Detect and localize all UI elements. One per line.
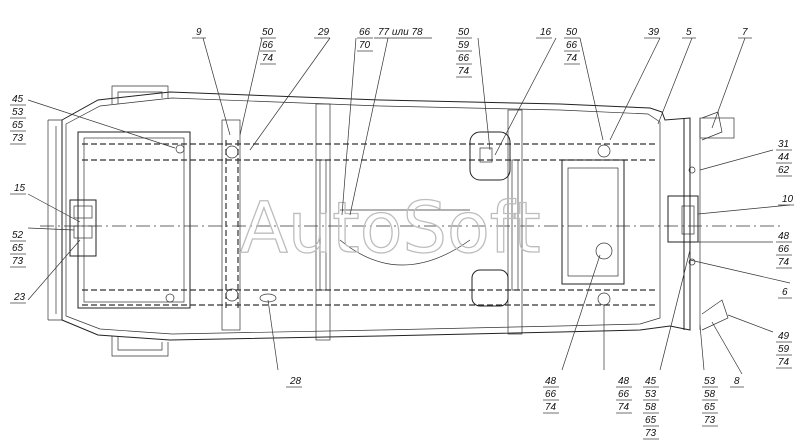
watermark: AutoSoft [240, 187, 541, 269]
callout-c23: 23 [10, 292, 26, 304]
callout-c9: 9 [192, 27, 206, 39]
callout-c53: 53 58 65 73 [702, 376, 718, 427]
callout-number: 7 [742, 27, 748, 38]
callout-number: 74 [545, 402, 557, 413]
callout-c16: 16 [536, 27, 552, 39]
callout-number: 16 [540, 27, 552, 38]
callout-number: 28 [289, 376, 302, 387]
callout-number: 73 [12, 256, 24, 267]
callout-c7: 7 [738, 27, 752, 39]
callout-number: 48 [778, 231, 790, 242]
callout-number: 48 [618, 376, 630, 387]
callout-c50c: 50 66 74 [564, 27, 580, 65]
callout-c45b: 45 53 58 65 73 [643, 376, 659, 440]
callout-c6: 6 [778, 287, 792, 299]
callout-number: 49 [778, 331, 790, 342]
callout-c8: 8 [730, 376, 744, 388]
callout-number: 50 [458, 27, 470, 38]
callout-c77: 77 или 78 [374, 27, 432, 39]
callout-number: 53 [704, 376, 716, 387]
callout-c52: 52 65 73 [10, 230, 26, 268]
callout-number: 6 [782, 287, 788, 298]
callout-number: 66 [458, 53, 470, 64]
callout-number: 73 [645, 428, 657, 439]
callout-c49: 49 59 74 [776, 331, 792, 369]
callout-number: 74 [778, 357, 790, 368]
callout-c29: 29 [314, 27, 330, 39]
callout-c48c: 48 66 74 [543, 376, 559, 414]
callout-number: 65 [645, 415, 657, 426]
callout-number: 66 [359, 27, 371, 38]
callout-number: 15 [14, 183, 26, 194]
callout-number: 62 [778, 165, 790, 176]
callout-number: 65 [12, 120, 24, 131]
left-panel [69, 131, 191, 309]
callout-c39: 39 [644, 27, 660, 39]
callout-c48b: 48 66 74 [616, 376, 632, 414]
callout-c5: 5 [682, 27, 696, 39]
callout-c50a: 50 66 74 [260, 27, 276, 65]
callout-number: 58 [704, 389, 716, 400]
callout-c10: 10 [778, 194, 794, 206]
callout-number: 39 [648, 27, 660, 38]
callout-number: 70 [359, 40, 371, 51]
callout-c48a: 48 66 74 [776, 231, 792, 269]
callout-number: 23 [13, 292, 26, 303]
frame-rails [82, 140, 655, 310]
callout-number: 48 [545, 376, 557, 387]
callout-c15: 15 [10, 183, 26, 195]
callout-number: 66 [778, 244, 790, 255]
callout-number: 74 [458, 66, 470, 77]
leader-lines [27, 37, 791, 375]
callout-number: 52 [12, 230, 24, 241]
callout-number: 66 [545, 389, 557, 400]
callout-number: 5 [686, 27, 692, 38]
mid-components [225, 131, 511, 307]
callout-c50b: 50 59 66 74 [456, 27, 472, 78]
cross-members [221, 103, 523, 341]
callout-number: 66 [262, 40, 274, 51]
callout-c31: 31 44 62 [776, 139, 792, 177]
callout-number: 9 [196, 27, 202, 38]
right-section [561, 111, 735, 331]
callout-number: 58 [645, 402, 657, 413]
callout-number: 74 [566, 53, 578, 64]
callout-number: 74 [618, 402, 630, 413]
callout-number: 77 или 78 [378, 27, 423, 38]
callout-number: 74 [262, 53, 274, 64]
callout-number: 65 [12, 243, 24, 254]
callout-number: 73 [704, 415, 716, 426]
callout-number: 10 [782, 194, 794, 205]
callout-number: 74 [778, 257, 790, 268]
callout-number: 29 [317, 27, 330, 38]
callout-number: 73 [12, 133, 24, 144]
callout-c28: 28 [286, 376, 302, 388]
callout-number: 8 [734, 376, 740, 387]
callout-number: 50 [262, 27, 274, 38]
callout-number: 65 [704, 402, 716, 413]
callout-number: 45 [645, 376, 657, 387]
callout-number: 50 [566, 27, 578, 38]
body-outline [47, 85, 691, 357]
callout-number: 31 [778, 139, 789, 150]
callout-number: 59 [458, 40, 470, 51]
callout-number: 45 [12, 94, 24, 105]
callout-number: 66 [566, 40, 578, 51]
callout-number: 53 [645, 389, 657, 400]
callout-number: 53 [12, 107, 24, 118]
callout-number: 66 [618, 389, 630, 400]
callout-number: 44 [778, 152, 790, 163]
callout-number: 59 [778, 344, 790, 355]
callout-c45a: 45 53 65 73 [10, 94, 26, 145]
